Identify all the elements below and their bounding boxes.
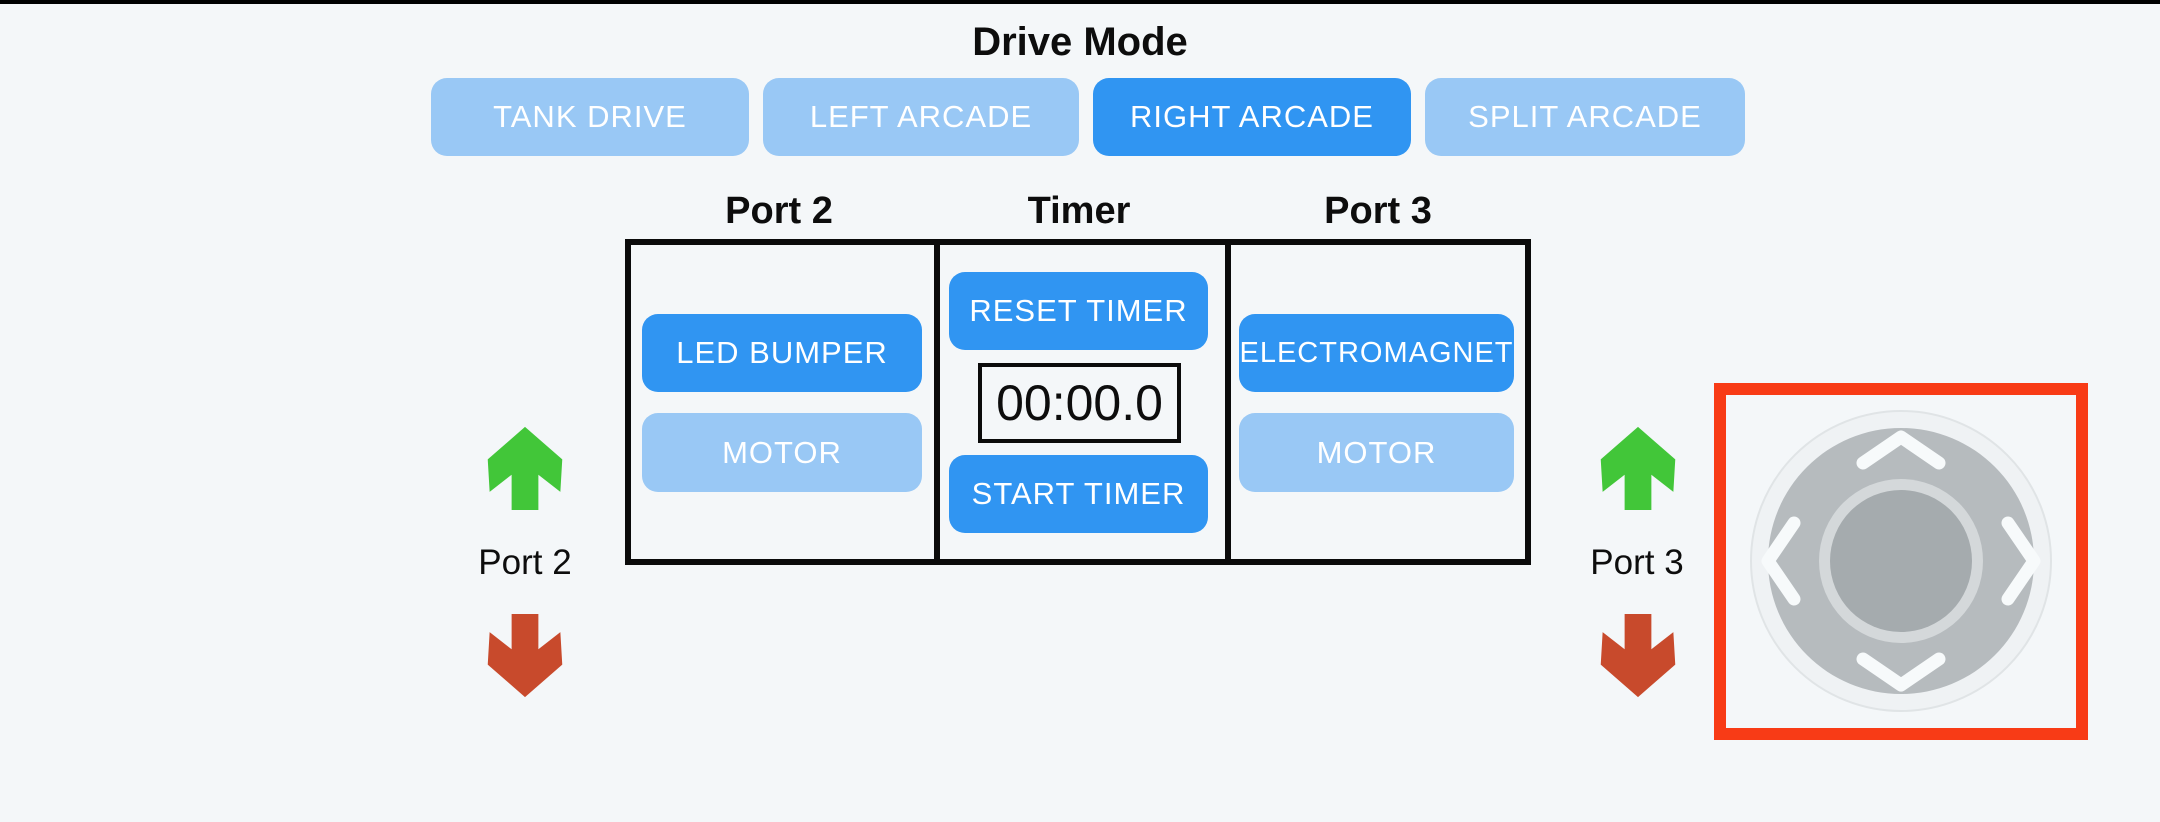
left-arcade-button[interactable]: LEFT ARCADE [763,78,1079,156]
timer-display: 00:00.0 [978,363,1181,443]
start-timer-button[interactable]: START TIMER [949,455,1208,533]
column-divider [934,245,940,559]
port2-down-arrow-icon[interactable] [482,612,568,700]
reset-timer-button[interactable]: RESET TIMER [949,272,1208,350]
port2-indicator-label: Port 2 [478,543,572,582]
port2-motor-button[interactable]: MOTOR [642,413,922,492]
led-bumper-button[interactable]: LED BUMPER [642,314,922,392]
port2-up-arrow-icon[interactable] [482,424,568,512]
joystick-right-chevron-icon [1998,513,2046,609]
port2-column-header: Port 2 [725,190,833,232]
top-border-bar [0,0,2160,4]
joystick-down-chevron-icon [1853,649,1949,697]
column-divider [1225,245,1231,559]
electromagnet-button[interactable]: ELECTROMAGNET [1239,314,1514,392]
joystick-area [1726,395,2076,728]
tank-drive-button[interactable]: TANK DRIVE [431,78,749,156]
joystick-knob[interactable] [1830,490,1972,632]
port3-down-arrow-icon[interactable] [1595,612,1681,700]
split-arcade-button[interactable]: SPLIT ARCADE [1425,78,1745,156]
page-title: Drive Mode [972,20,1188,64]
port3-indicator-label: Port 3 [1590,543,1684,582]
port3-column-header: Port 3 [1324,190,1432,232]
timer-column-header: Timer [1027,190,1131,232]
port3-up-arrow-icon[interactable] [1595,424,1681,512]
joystick-left-chevron-icon [1756,513,1804,609]
port3-motor-button[interactable]: MOTOR [1239,413,1514,492]
right-arcade-button[interactable]: RIGHT ARCADE [1093,78,1411,156]
joystick-widget[interactable] [1714,383,2088,740]
control-table: LED BUMPER MOTOR RESET TIMER 00:00.0 STA… [625,239,1531,565]
joystick-up-chevron-icon [1853,425,1949,473]
